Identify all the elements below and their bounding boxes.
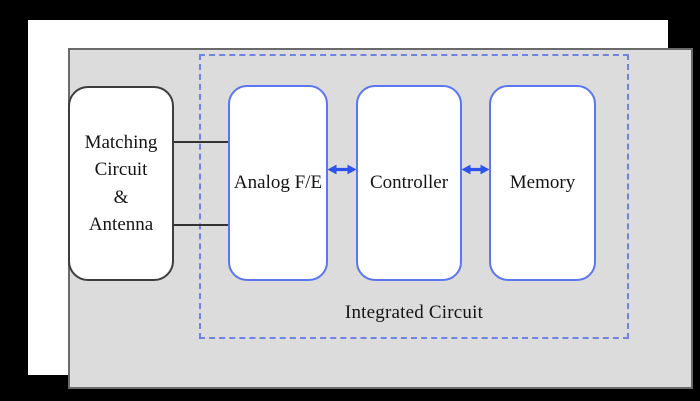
antenna-line-2: Circuit <box>94 159 148 180</box>
bidirectional-arrow-icon <box>461 164 490 175</box>
arrow-head-right <box>480 164 490 175</box>
block-controller-label: Controller <box>369 172 449 193</box>
arrow-head-left <box>461 164 471 175</box>
block-memory: Memory <box>489 85 596 281</box>
block-matching-circuit-antenna: Matching Circuit & Antenna <box>68 86 174 281</box>
integrated-circuit-boundary: Integrated Circuit <box>199 54 629 339</box>
antenna-line-1: Matching <box>84 131 158 153</box>
arrow-head-right <box>347 164 357 175</box>
antenna-wire-top <box>173 141 229 143</box>
antenna-line-4: Antenna <box>88 214 154 235</box>
block-controller: Controller <box>356 85 462 281</box>
antenna-wire-bottom <box>173 224 229 226</box>
block-memory-label: Memory <box>509 172 576 193</box>
arrow-head-left <box>327 164 337 175</box>
bidirectional-arrow-icon <box>327 164 357 175</box>
block-analog-fe: Analog F/E <box>228 85 328 281</box>
integrated-circuit-label: Integrated Circuit <box>344 302 484 323</box>
antenna-line-3: & <box>113 186 129 208</box>
block-analog-fe-label: Analog F/E <box>233 172 323 193</box>
